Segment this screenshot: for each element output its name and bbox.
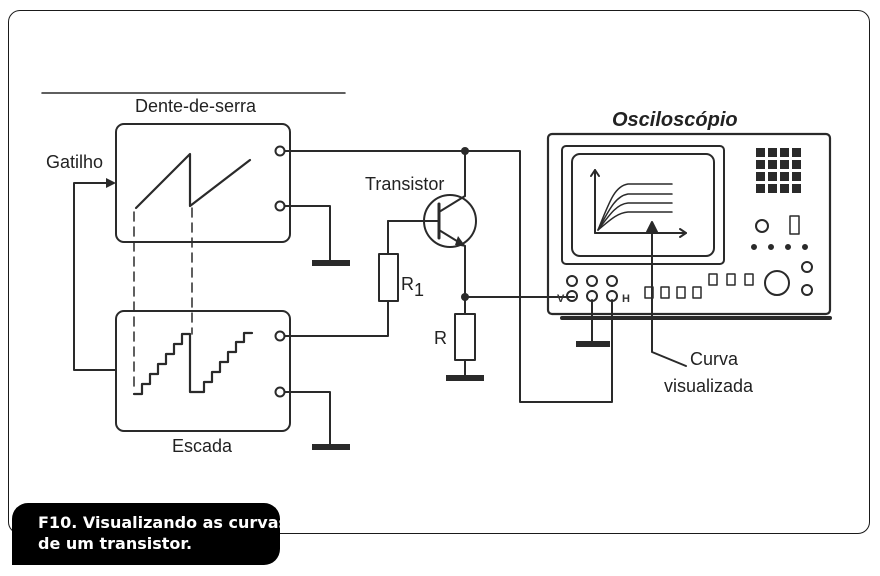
figure-frame <box>8 10 870 534</box>
sawtooth-generator-box <box>115 123 291 243</box>
resistor-r <box>454 313 476 361</box>
staircase-generator-box <box>115 310 291 432</box>
caption-line-2: de um transistor. <box>38 534 193 553</box>
label-r: R <box>434 328 447 348</box>
label-sawtooth: Dente-de-serra <box>135 96 257 116</box>
oscilloscope-screen <box>561 145 725 265</box>
staircase-waveform <box>132 331 254 396</box>
label-trigger: Gatilho <box>46 152 103 172</box>
label-curve-line1: Curva <box>690 349 739 369</box>
oscilloscope-keypad <box>756 148 801 193</box>
label-r1-subscript: 1 <box>414 280 424 300</box>
label-staircase: Escada <box>172 436 233 456</box>
label-transistor: Transistor <box>365 174 444 194</box>
label-port-v: V <box>557 293 565 305</box>
label-port-h: H <box>622 293 630 305</box>
label-oscilloscope: Osciloscópio <box>612 109 738 131</box>
sawtooth-waveform <box>134 152 252 210</box>
label-curve-line2: visualizada <box>664 376 754 396</box>
caption-line-1: F10. Visualizando as curvas <box>38 513 280 532</box>
label-r1: R <box>401 274 414 294</box>
figure-caption: F10. Visualizando as curvas de um transi… <box>12 503 280 565</box>
resistor-r1 <box>378 253 399 302</box>
oscilloscope-body <box>546 132 832 316</box>
